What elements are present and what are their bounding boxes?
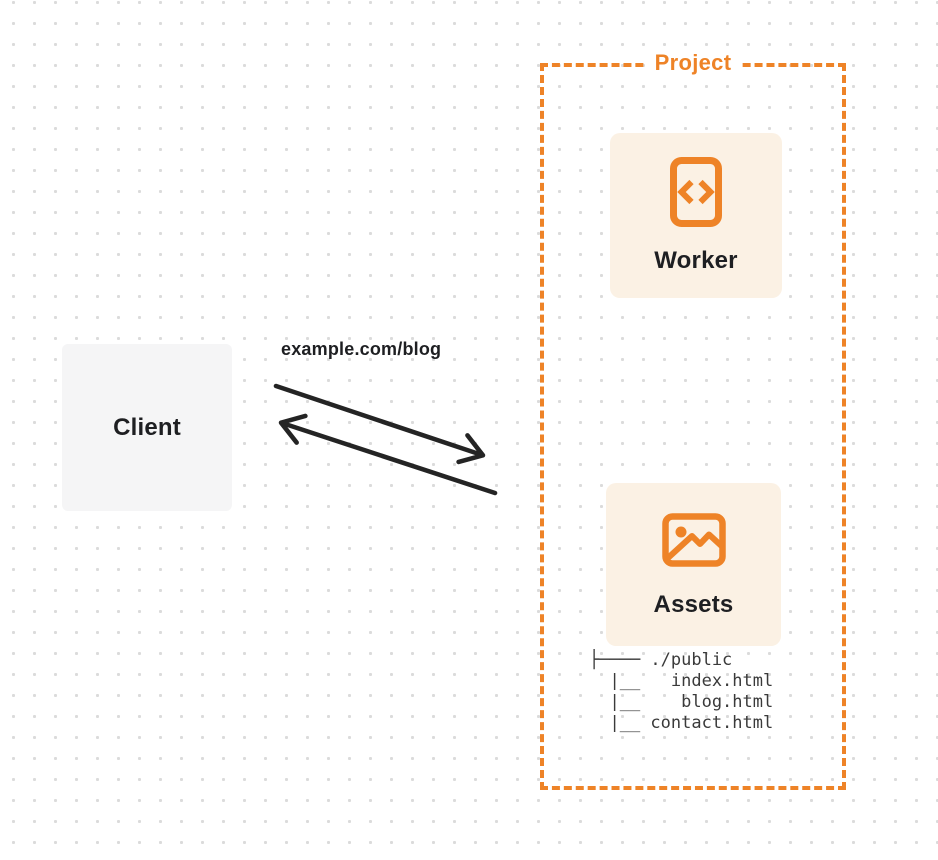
response-arrow [278,413,498,496]
project-label: Project [645,50,741,76]
assets-label: Assets [653,591,734,618]
image-icon [661,513,726,567]
project-container: Project Worker Assets ├──── ./public |__… [540,50,846,790]
assets-node: Assets [606,483,781,646]
code-file-icon [670,157,722,227]
request-arrow [273,383,486,465]
request-url-label: example.com/blog [281,339,442,359]
worker-node: Worker [610,133,782,298]
client-node: Client [62,344,232,511]
worker-label: Worker [654,247,738,274]
assets-file-tree: ├──── ./public |__ index.html |__ blog.h… [589,650,774,733]
client-label: Client [113,413,181,441]
